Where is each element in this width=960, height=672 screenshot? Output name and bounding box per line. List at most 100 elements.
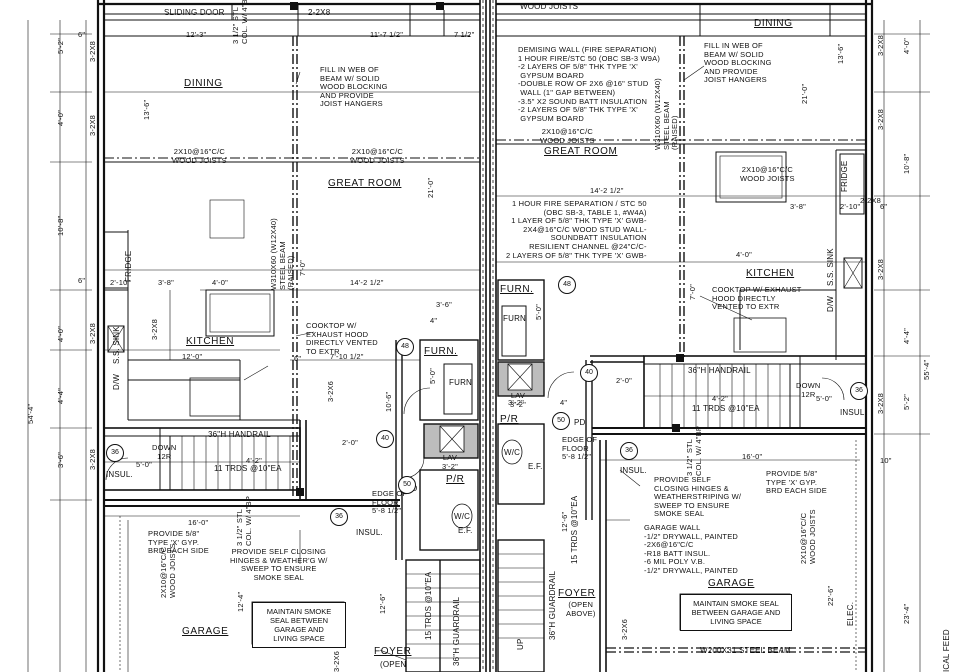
demising-wall [479, 0, 497, 672]
dim-4-0-a: 4'-0" [56, 110, 65, 126]
note-dw-left: D/W [112, 373, 121, 390]
tag-36-left: 36 [330, 508, 348, 526]
note-self-closing-left: PROVIDE SELF CLOSING HINGES & WEATHER'G … [230, 547, 328, 582]
insul-label-left-1: INSUL. [106, 470, 133, 479]
dim-4-2-l: 4'-2" [246, 456, 262, 465]
note-trds-left: 11 TRDS @10"EA [214, 464, 282, 473]
tag-48-left: 48 [396, 338, 414, 356]
room-label-dining-right: DINING [754, 18, 793, 29]
insul-label-left-2: INSUL. [356, 528, 383, 537]
dim-4-r: 4" [560, 398, 568, 407]
note-smoke-seal-right: MAINTAIN SMOKE SEAL BETWEEN GARAGE AND L… [680, 594, 792, 631]
dim-14-2-l: 14'-2 1/2" [350, 278, 384, 287]
dim-6-b: 6" [78, 276, 86, 285]
dim-3-2x8-r1: 3-2X8 [876, 34, 885, 56]
insul-label-right-2: INSUL. [840, 408, 867, 417]
dim-3-2x8-e: 3-2X8 [150, 318, 159, 340]
room-label-garage-right: GARAGE [708, 578, 755, 589]
note-edge-floor-right: EDGE OF FLOOR 5'-8 1/2" [562, 435, 598, 462]
dim-5-2-r: 5'-2" [902, 394, 911, 410]
room-label-garage-left: GARAGE [182, 626, 229, 637]
dim-7-0-r: 7'-0" [688, 284, 697, 300]
tag-36-right-b: 36 [850, 382, 868, 400]
dim-2-0-l: 2'-0" [342, 438, 358, 447]
dim-3-2x8-b: 3-2X8 [88, 114, 97, 136]
dim-21-0: 21'-0" [426, 177, 435, 198]
tag-50-left: 50 [398, 476, 416, 494]
note-ef-right: E.F. [528, 462, 543, 471]
dim-2-10-r: 2'-10" [840, 202, 861, 211]
dim-2-0-r: 2'-0" [616, 376, 632, 385]
dim-12-4: 12'-4" [236, 591, 245, 612]
note-wood-joists-right-top: WOOD JOISTS [520, 2, 579, 11]
room-label-furn-left: FURN. [424, 346, 458, 357]
note-guardrail-left: 36"H GUARDRAIL [452, 596, 461, 666]
note-down-left: DOWN 12R [152, 443, 177, 461]
room-label-great-room-left: GREAT ROOM [328, 178, 402, 189]
dim-12-3: 12'-3" [186, 30, 207, 39]
dim-12-6-r: 12'-6" [560, 511, 569, 532]
dim-5-0-l2: 5'-0" [136, 460, 152, 469]
dim-3-2x8-r4: 3-2X8 [876, 392, 885, 414]
tag-36-right: 36 [620, 442, 638, 460]
dim-3-2x8-r3: 3-2X8 [876, 258, 885, 280]
dim-21-0-r: 21'-0" [800, 83, 809, 104]
exterior-walls [96, 0, 874, 672]
note-ef-left: E.F. [458, 526, 473, 535]
note-edge-floor-left: EDGE OF FLOOR 5'-8 1/2" [372, 489, 408, 516]
note-dw-right: D/W [826, 295, 835, 312]
dim-3-8-r: 3'-8" [790, 202, 806, 211]
room-label-kitchen-left: KITCHEN [186, 336, 235, 347]
note-down-right: DOWN 12R [796, 381, 821, 399]
dim-6-c: 6" [294, 354, 302, 363]
room-label-furn-right: FURN. [500, 284, 534, 295]
dim-10-8-r: 10'-8" [902, 153, 911, 174]
dim-12-6-l: 12'-6" [378, 593, 387, 614]
dim-7-10-l: 7'-10 1/2" [330, 352, 364, 361]
dim-3-2x6-c: 3-2X6 [620, 618, 629, 640]
lav-label-right: LAV 3'-2" [510, 391, 526, 409]
note-joists-top: 2-2X8 [308, 8, 331, 17]
furnace-box-right: FURN [503, 314, 527, 323]
dim-6-a: 6" [78, 30, 86, 39]
dim-22-6: 22'-6" [826, 585, 835, 606]
note-wc-left: W/C [454, 512, 471, 521]
note-stl-col-left-top: 3 1/2" STL COL. W/ 4"BP [231, 0, 249, 44]
note-joists-right-a: 2X10@16"C/C WOOD JOISTS [540, 127, 595, 145]
note-demising-wall: DEMISING WALL (FIRE SEPARATION) 1 HOUR F… [518, 45, 661, 123]
note-joists-left-a: 2X10@16"C/C WOOD JOISTS [172, 147, 227, 165]
dim-3-6-l2: 3'-6" [56, 452, 65, 468]
dim-10-r: 10" [880, 456, 892, 465]
dim-4-2-r: 4'-2" [712, 394, 728, 403]
note-garage-joists-right: 2X10@16"C/C WOOD JOISTS [799, 509, 817, 564]
note-stl-col-left-mid: 3 1/2" STL COL. W/ 4"BP [235, 495, 253, 546]
dim-4-0-isr: 4'-0" [736, 250, 752, 259]
tag-48-right: 48 [558, 276, 576, 294]
dim-4-0-l2: 4'-0" [56, 326, 65, 342]
note-smoke-seal-left: MAINTAIN SMOKE SEAL BETWEEN GARAGE AND L… [252, 602, 346, 648]
dim-23-4: 23'-4" [902, 603, 911, 624]
dim-13-6-r: 13'-6" [836, 43, 845, 64]
dim-16-0-l: 16'-0" [188, 518, 209, 527]
pr-label-right: P/R [500, 414, 519, 425]
room-sublabel-foyer-left: (OPEN [380, 660, 407, 669]
dim-3-2x8-a: 3-2X8 [88, 40, 97, 62]
note-ss-sink-left: S.S. SINK [112, 326, 121, 364]
tag-36-left-b: 36 [106, 444, 124, 462]
note-stl-col-right-mid: 3 1/2" STL COL. W/ 4"BP [685, 425, 703, 476]
note-joists-right-b: 2X10@16"C/C WOOD JOISTS [740, 165, 795, 183]
note-fridge-right: FRIDGE [840, 160, 849, 192]
dim-5-0-r2: 5'-0" [816, 394, 832, 403]
dim-54-4: 54'-4" [26, 403, 35, 424]
dim-5-0-r: 5'-0" [534, 304, 543, 320]
dim-4-0-isl: 4'-0" [212, 278, 228, 287]
note-fill-web-left: FILL IN WEB OF BEAM W/ SOLID WOOD BLOCKI… [320, 65, 388, 109]
dim-14-2-r: 14'-2 1/2" [590, 186, 624, 195]
dim-2-2x8-r: 2-2X8 [860, 196, 882, 205]
dim-3-2x6-d: 3-2X6 [332, 650, 341, 672]
note-garage-wall: GARAGE WALL -1/2" DRYWALL, PAINTED -2X6@… [644, 523, 739, 575]
tag-40-right: 40 [580, 364, 598, 382]
note-cooktop-right: COOKTOP W/ EXHAUST HOOD DIRECTLY VENTED … [712, 285, 802, 312]
note-gyp-left: PROVIDE 5/8" TYPE 'X' GYP. BRD EACH SIDE [148, 529, 209, 556]
